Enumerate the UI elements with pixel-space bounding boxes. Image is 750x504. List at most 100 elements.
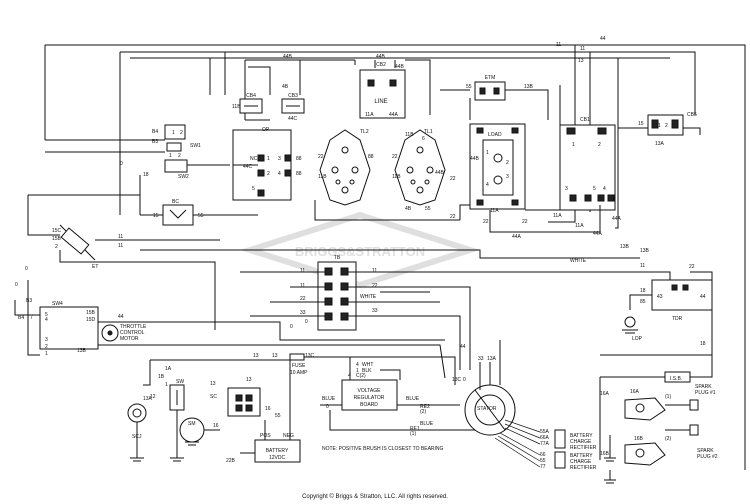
svg-text:22: 22 [450,176,456,182]
spark-plug-2: SPARK PLUG #2 [689,424,718,460]
svg-text:1: 1 [45,351,48,357]
svg-text:ET: ET [92,264,98,270]
svg-text:CB4: CB4 [246,93,256,99]
svg-text:1: 1 [165,382,168,388]
svg-text:44A: 44A [612,216,622,222]
svg-text:1: 1 [267,156,270,162]
svg-text:(2): (2) [420,409,426,415]
svg-text:22: 22 [392,154,398,160]
svg-text:11: 11 [580,46,585,52]
svg-text:11: 11 [118,234,123,240]
svg-text:LINE: LINE [374,99,387,105]
svg-text:12VDC: 12VDC [269,455,286,461]
ignition-coil-2 [624,429,690,466]
svg-text:BC: BC [172,199,179,205]
load-panel-1: 1 2 4 3 11A [469,123,526,214]
svg-text:11B: 11B [232,104,241,110]
svg-text:BLUE: BLUE [406,396,420,402]
circuit-breaker-cb3: CB3 [281,93,305,114]
svg-text:13: 13 [210,381,216,387]
isb-module: I.S.B. [664,371,691,383]
svg-text:18: 18 [143,172,149,178]
svg-text:B4: B4 [152,129,158,135]
svg-text:15: 15 [153,213,159,219]
svg-text:WHT: WHT [362,362,373,368]
svg-text:3: 3 [506,174,509,180]
stator: STATOR [464,384,516,436]
svg-text:13: 13 [246,377,252,383]
svg-text:13: 13 [578,58,584,64]
svg-text:SC: SC [210,394,217,400]
svg-text:7: 7 [30,315,33,321]
svg-text:77A: 77A [540,441,550,447]
switch-sw1: 1 2 SW1 [164,124,201,152]
svg-text:55: 55 [425,206,431,212]
svg-text:13A: 13A [143,396,153,402]
svg-text:WHITE: WHITE [360,294,377,300]
starter-contactor-sc: SC 13 13 16 [210,377,271,417]
svg-text:BLUE: BLUE [322,396,336,402]
svg-text:13C: 13C [452,377,462,383]
svg-text:6: 6 [422,136,425,142]
svg-text:11: 11 [300,268,305,274]
svg-text:44: 44 [700,294,706,300]
svg-text:11: 11 [300,283,305,289]
circuit-breaker-cb4: CB4 [239,93,263,114]
svg-text:44A: 44A [389,112,399,118]
svg-text:11B: 11B [405,132,414,138]
starter-motor-sm: SM 16 [179,417,220,446]
svg-text:CHARGE: CHARGE [570,459,592,465]
svg-text:11A: 11A [365,112,374,118]
svg-text:I.S.B.: I.S.B. [670,376,682,382]
svg-text:5: 5 [252,186,255,192]
switch-sw2: 1 2 SW2 [164,153,189,180]
relay-tl1: TL1 11B 6 [394,129,446,206]
svg-text:11: 11 [640,263,645,269]
svg-text:44C: 44C [288,116,298,122]
svg-text:(1): (1) [410,431,416,437]
svg-text:18: 18 [640,288,646,294]
svg-text:85: 85 [640,299,646,305]
svg-text:22B: 22B [226,458,236,464]
svg-text:BOARD: BOARD [360,402,378,408]
svg-text:13A: 13A [487,356,497,362]
svg-text:11: 11 [372,268,377,274]
svg-text:43: 43 [657,294,663,300]
svg-text:FUSE: FUSE [292,363,306,369]
svg-text:22: 22 [522,219,528,225]
svg-text:15B: 15B [52,236,62,242]
svg-text:CB2: CB2 [376,62,386,68]
svg-text:4B: 4B [405,206,412,212]
svg-text:4: 4 [278,171,281,177]
svg-text:(2): (2) [665,436,671,442]
svg-text:10 AMP: 10 AMP [290,370,308,376]
svg-text:0: 0 [463,377,466,383]
svg-text:0: 0 [15,282,18,288]
svg-text:1: 1 [486,150,489,156]
svg-text:SPARK: SPARK [697,448,714,454]
copyright-footer: Copyright © Briggs & Stratton, LLC. All … [302,494,448,500]
circuit-breaker-cb5: CB5 1 2 [647,112,697,136]
svg-text:55: 55 [275,413,281,419]
svg-text:5: 5 [593,186,596,192]
lop-sensor: LOP [622,316,643,342]
svg-text:SW1: SW1 [190,143,201,149]
svg-text:BRIGGS&STRATTON: BRIGGS&STRATTON [295,244,425,259]
svg-text:13: 13 [253,353,259,359]
svg-text:22: 22 [450,214,456,220]
svg-text:13A: 13A [655,141,665,147]
svg-text:2: 2 [45,344,48,350]
svg-text:REGULATOR: REGULATOR [354,395,385,401]
svg-text:44: 44 [460,344,466,350]
svg-text:THROTTLE: THROTTLE [120,324,147,330]
svg-text:POS: POS [260,433,271,439]
svg-text:WHITE: WHITE [570,258,587,264]
svg-text:13B: 13B [620,244,630,250]
svg-text:15B: 15B [86,310,96,316]
svg-text:NEG: NEG [283,433,294,439]
spark-plug-1: SPARK PLUG #1 [689,384,716,411]
svg-text:88: 88 [296,156,302,162]
svg-text:12: 12 [150,394,156,400]
ignition-coil-1 [624,397,690,421]
